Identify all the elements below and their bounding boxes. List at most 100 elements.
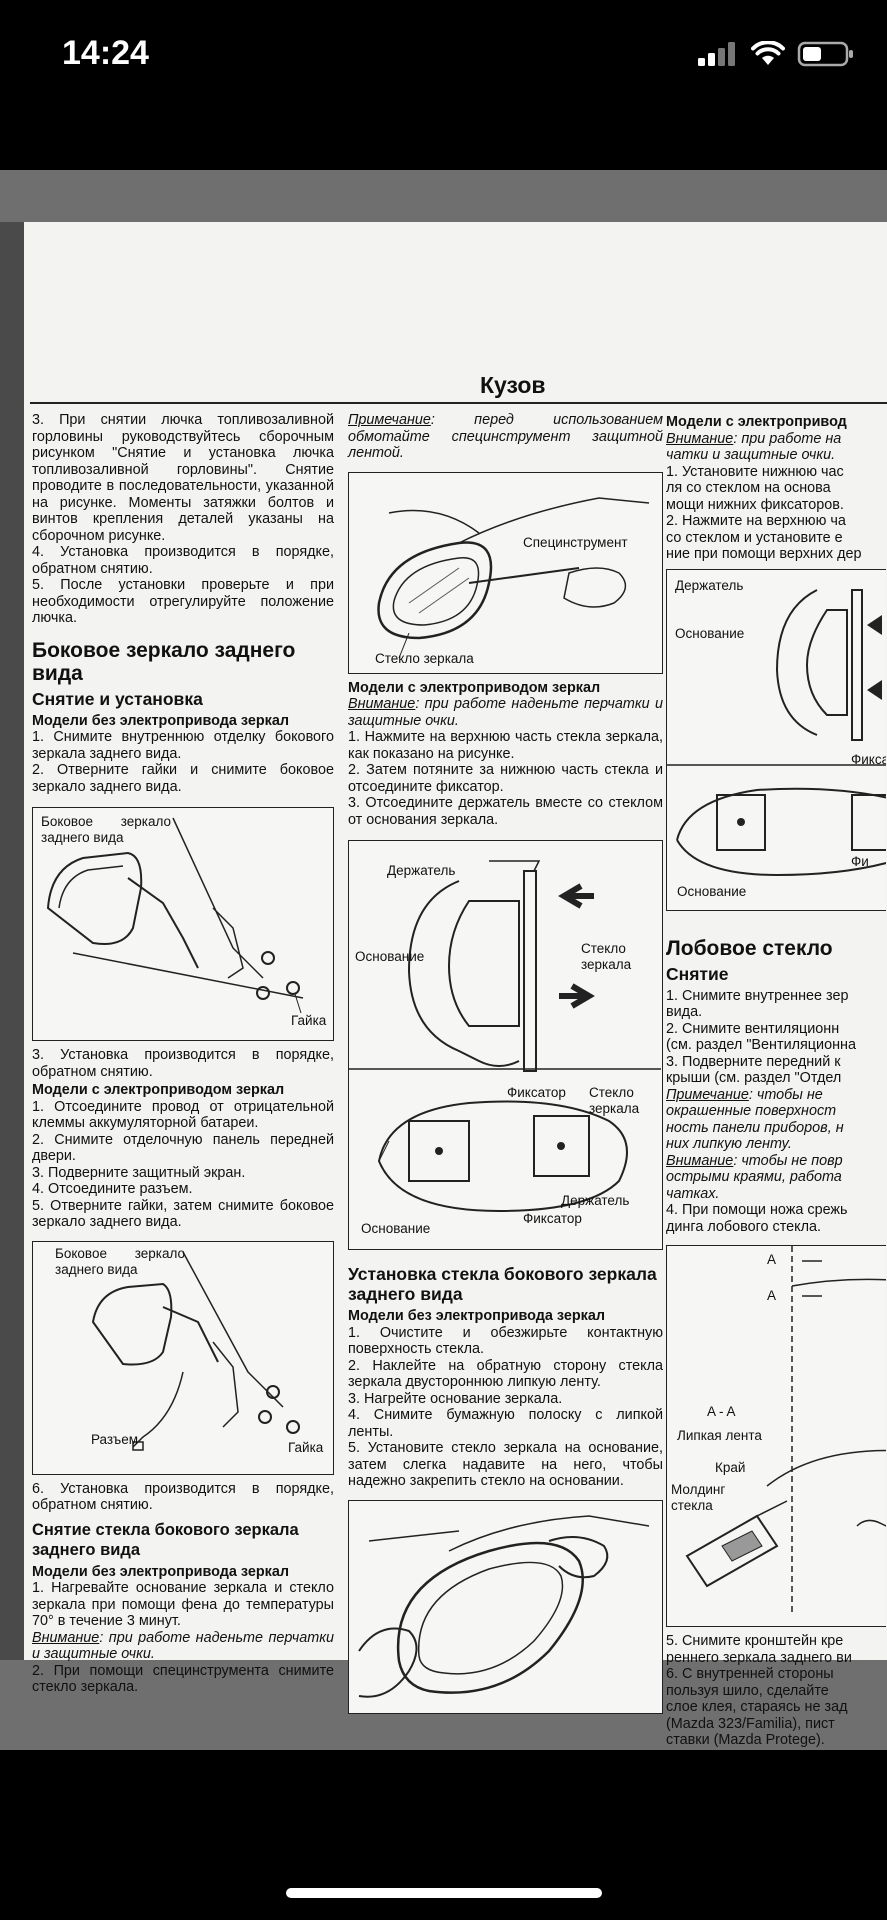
attention-word: Внимание bbox=[666, 430, 734, 447]
figure-label: Фиксатор bbox=[523, 1211, 582, 1226]
step: 3. Отсоедините держатель вместе со стекл… bbox=[348, 795, 663, 828]
figure-label: Фиксат bbox=[851, 751, 886, 767]
figure-label: Держатель bbox=[387, 863, 456, 878]
figure-mirror-nuts: Боковое зеркало заднего вида Гайка bbox=[32, 807, 334, 1041]
attention-note: Внимание: при работе наденьте перчатки и… bbox=[32, 1630, 334, 1663]
step-line: 2. Снимите вентиляционн bbox=[666, 1020, 840, 1037]
step-line: слое клея, стараясь не зад bbox=[666, 1699, 848, 1715]
step: 5. Отверните гайки, затем снимите боково… bbox=[32, 1197, 334, 1231]
attention-note: Внимание: при работе на bbox=[666, 431, 886, 448]
step-line: (см. раздел "Вентиляционна bbox=[666, 1037, 856, 1053]
note-text: : чтобы не bbox=[748, 1086, 823, 1103]
note-line: ность панели приборов, н bbox=[666, 1119, 844, 1136]
figure-holder-install: Держатель Основание Фиксат Фи Основание bbox=[666, 568, 886, 911]
figure-label: Гайка bbox=[291, 1013, 327, 1028]
hands-glass-drawing bbox=[358, 1514, 650, 1698]
note-line: них липкую ленту. bbox=[666, 1136, 792, 1152]
paragraph: 4. Установка производится в порядке, обр… bbox=[32, 544, 334, 577]
windshield-molding-drawing bbox=[685, 1246, 886, 1616]
step: 3. Подверните защитный экран. bbox=[32, 1164, 246, 1181]
step-line: реннего зеркала заднего ви bbox=[666, 1649, 852, 1666]
attention-line: чатках. bbox=[666, 1185, 720, 1202]
status-time: 14:24 bbox=[62, 34, 149, 72]
model-heading: Модели без электропривода зеркал bbox=[32, 712, 289, 729]
note-line: Примечание: чтобы не bbox=[666, 1087, 886, 1104]
attention-note: Внимание: при работе наденьте перчатки и… bbox=[348, 696, 663, 729]
step: 1. Отсоедините провод от отрицательной к… bbox=[32, 1098, 334, 1132]
attention-note-line: чатки и защитные очки. bbox=[666, 447, 836, 463]
model-heading: Модели с электропривод bbox=[666, 414, 847, 430]
figure-hands-glass bbox=[348, 1499, 663, 1714]
figure-label: Держатель bbox=[561, 1193, 630, 1208]
figure-label: Основание bbox=[355, 949, 425, 964]
note: Примечание: перед использованием обмотай… bbox=[348, 412, 663, 462]
figure-label: Край bbox=[715, 1460, 746, 1475]
figure-label: Стекло зеркала bbox=[581, 941, 632, 972]
section-heading: Боковое зеркало заднего вида bbox=[32, 638, 296, 685]
figure-label: Боковое зеркало заднего вида bbox=[55, 1245, 185, 1277]
attention-word: Внимание bbox=[32, 1629, 100, 1646]
step: 2. Снимите отделочную панель передней дв… bbox=[32, 1131, 334, 1165]
step-line: 6. С внутренней стороны bbox=[666, 1666, 834, 1682]
model-heading: Модели без электропривода зеркал bbox=[32, 1563, 289, 1580]
figure-label: Основание bbox=[675, 625, 745, 641]
book-spine bbox=[0, 222, 24, 1660]
figure-label: Боковое зеркало заднего вида bbox=[41, 814, 171, 845]
step-line: 1. Снимите внутреннее зер bbox=[666, 987, 849, 1004]
step: 2. Отверните гайки и снимите боковое зер… bbox=[32, 762, 334, 795]
home-indicator[interactable] bbox=[286, 1888, 602, 1898]
step-line: крыши (см. раздел "Отдел bbox=[666, 1070, 842, 1086]
wifi-icon bbox=[751, 41, 785, 65]
step-line: 1. Установите нижнюю час bbox=[666, 463, 844, 480]
column-3: Модели с электропривод Внимание: при раб… bbox=[666, 412, 886, 1749]
running-head: Кузов bbox=[480, 372, 546, 398]
attention-line: острыми краями, работа bbox=[666, 1169, 842, 1185]
step-line: динга лобового стекла. bbox=[666, 1218, 822, 1235]
mirror-nuts-drawing bbox=[46, 817, 304, 1014]
column-2: Примечание: перед использованием обмотай… bbox=[348, 412, 663, 1720]
figure-label: Держатель bbox=[675, 577, 744, 593]
step-line: 5. Снимите кронштейн кре bbox=[666, 1633, 844, 1649]
holder-base-drawing bbox=[349, 860, 661, 1213]
step: 1. Нагревайте основание зеркала и стекло… bbox=[32, 1580, 334, 1629]
figure-windshield-molding: A A A - A Липкая лента Край Молдинг стек… bbox=[666, 1245, 886, 1627]
step: 1. Очистите и обезжирьте контактную пове… bbox=[348, 1324, 663, 1358]
tool-glass-drawing bbox=[377, 496, 650, 658]
note-line: окрашенные поверхност bbox=[666, 1103, 837, 1119]
figure-label: Гайка bbox=[288, 1439, 324, 1455]
attention-word: Внимание bbox=[666, 1152, 734, 1169]
step: 1. Снимите внутреннюю отделку бокового з… bbox=[32, 729, 334, 762]
subsection-heading: Снятие bbox=[666, 963, 729, 984]
figure-tool-glass: Специнструмент Стекло зеркала bbox=[348, 471, 663, 674]
figure-holder-base: Держатель Основание Стекло зеркала Фикса… bbox=[348, 840, 663, 1250]
step: 6. Установка производится в порядке, обр… bbox=[32, 1480, 334, 1514]
attention-text: : чтобы не повр bbox=[733, 1152, 843, 1169]
figure-mirror-connector: Боковое зеркало заднего вида Разъем Гайк… bbox=[32, 1240, 334, 1475]
mirror-connector-drawing bbox=[91, 1251, 300, 1451]
figure-label: Основание bbox=[361, 1221, 431, 1236]
step-line: (Mazda 323/Familia), пист bbox=[666, 1715, 835, 1732]
section-heading: Лобовое стекло bbox=[666, 936, 833, 960]
step: 4. Отсоедините разъем. bbox=[32, 1181, 193, 1197]
step: 4. Снимите бумажную полоску с липкой лен… bbox=[348, 1407, 663, 1440]
cellular-signal-icon bbox=[698, 42, 735, 66]
step-line: со стеклом и установите е bbox=[666, 529, 843, 546]
step: 3. Нагрейте основание зеркала. bbox=[348, 1390, 563, 1407]
subsection-heading: Установка стекла бокового зеркала заднег… bbox=[348, 1264, 657, 1304]
step-line: мощи нижних фиксаторов. bbox=[666, 496, 844, 513]
attention-line: Внимание: чтобы не повр bbox=[666, 1153, 886, 1170]
step-line: пользуя шило, сделайте bbox=[666, 1682, 829, 1699]
header-rule bbox=[30, 402, 887, 404]
figure-label: Фи bbox=[851, 853, 869, 869]
model-heading: Модели с электроприводом зеркал bbox=[348, 679, 601, 696]
attention-text: : при работе наденьте перчатки и защитны… bbox=[32, 1629, 334, 1663]
figure-label: Специнструмент bbox=[523, 534, 628, 550]
document-photo: Кузов 3. При снятии лючка топливозаливно… bbox=[0, 170, 887, 1750]
status-bar: 14:24 bbox=[0, 0, 887, 120]
step-line: 2. Нажмите на верхнюю ча bbox=[666, 513, 846, 529]
figure-label: Фиксатор bbox=[507, 1085, 566, 1100]
model-heading: Модели с электроприводом зеркал bbox=[32, 1082, 285, 1098]
model-heading: Модели без электропривода зеркал bbox=[348, 1308, 605, 1324]
figure-label: A - A bbox=[707, 1404, 736, 1419]
step-line: 3. Подверните передний к bbox=[666, 1053, 841, 1070]
